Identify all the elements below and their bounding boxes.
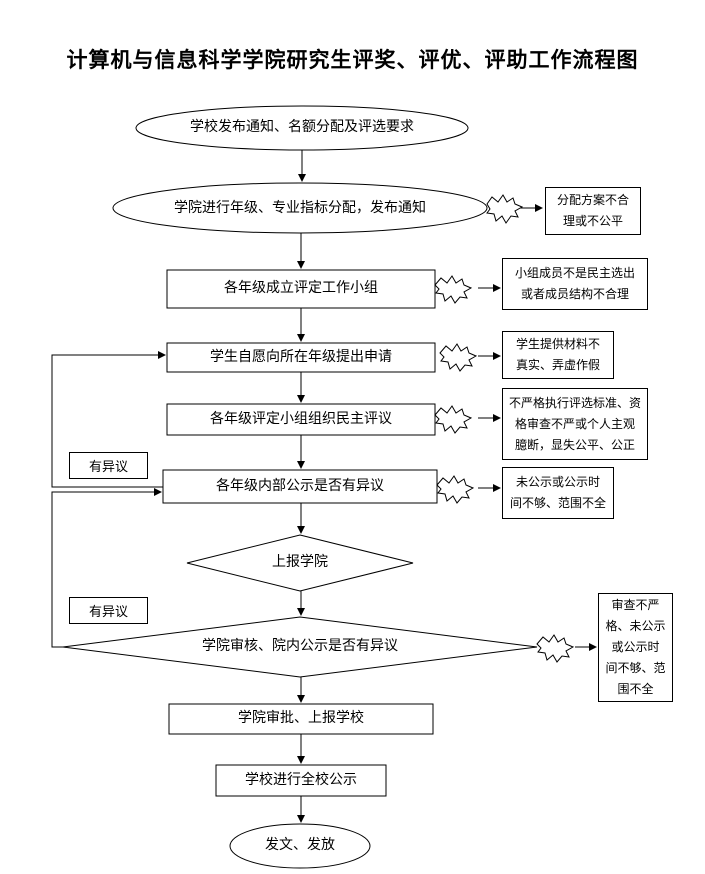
alert-burst-review: [434, 405, 473, 434]
note-unfair-review: 不严格执行评选标准、资 格审查不严或个人主观 臆断，显失公平、公正: [502, 388, 648, 460]
note-allocation-unfair: 分配方案不合 理或不公平: [545, 187, 641, 235]
step-school-publicity: 学校进行全校公示: [245, 771, 357, 788]
end-ellipse: [229, 823, 371, 869]
step-college-publicity: 学院审核、院内公示是否有异议: [202, 638, 398, 655]
form-group-box: [166, 269, 436, 309]
note-no-publicity: 未公示或公示时 间不够、范围不全: [502, 467, 614, 519]
note-false-materials: 学生提供材料不 真实、弄虚作假: [502, 331, 614, 379]
page-title: 计算机与信息科学学院研究生评奖、评优、评助工作流程图: [66, 47, 639, 72]
alert-burst-apply: [439, 343, 478, 372]
alert-burst-allocation: [486, 194, 524, 224]
objection-label-grade: 有异议: [69, 452, 148, 479]
step-form-group: 各年级成立评定工作小组: [224, 280, 378, 297]
step-student-apply: 学生自愿向所在年级提出申请: [210, 348, 392, 365]
objection-label-college: 有异议: [69, 597, 148, 624]
note-college-review-issue: 审查不严 格、未公示 或公示时 间不够、范 围不全: [598, 593, 673, 702]
step-college-allocation: 学院进行年级、专业指标分配，发布通知: [174, 200, 426, 217]
college-allocation-ellipse: [112, 182, 488, 234]
alert-burst-publicity: [436, 475, 475, 504]
alert-burst-college: [536, 634, 575, 663]
college-publicity-diamond: [62, 616, 538, 678]
step-issue-document: 发文、发放: [265, 837, 335, 854]
college-approve-box: [168, 703, 434, 735]
step-grade-publicity: 各年级内部公示是否有异议: [216, 477, 384, 494]
step-report-college: 上报学院: [272, 554, 328, 571]
step-school-notice: 学校发布通知、名额分配及评选要求: [190, 119, 414, 136]
alert-burst-group: [434, 275, 473, 304]
note-group-not-democratic: 小组成员不是民主选出 或者成员结构不合理: [502, 258, 648, 310]
step-college-approve: 学院审批、上报学校: [238, 710, 364, 727]
report-college-diamond: [186, 534, 414, 592]
step-grade-review: 各年级评定小组组织民主评议: [210, 410, 392, 427]
school-publicity-box: [215, 764, 387, 797]
grade-publicity-box: [162, 469, 438, 504]
